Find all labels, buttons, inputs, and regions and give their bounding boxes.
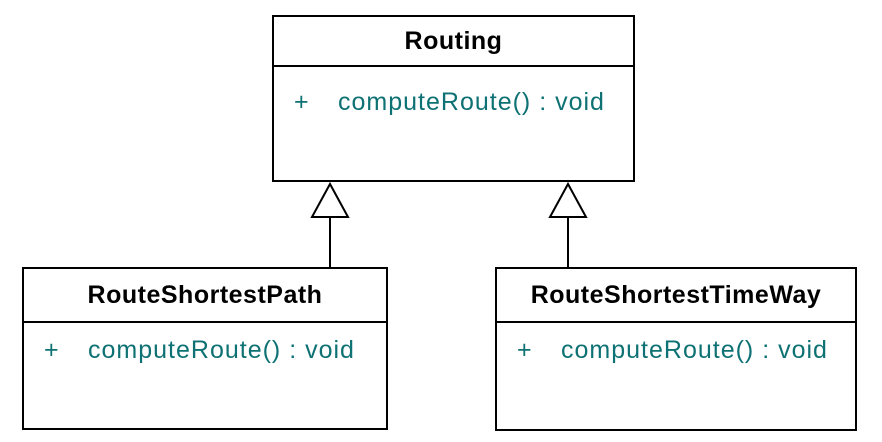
class-box-routing: Routing + computeRoute() : void bbox=[272, 15, 635, 182]
method-signature: computeRoute() : void bbox=[561, 336, 828, 364]
members-compartment: + computeRoute() : void bbox=[24, 323, 386, 365]
visibility-symbol: + bbox=[517, 336, 533, 364]
method-signature: computeRoute() : void bbox=[338, 88, 605, 116]
member-row: + computeRoute() : void bbox=[274, 87, 633, 117]
members-compartment: + computeRoute() : void bbox=[274, 67, 633, 117]
class-name: RouteShortestTimeWay bbox=[497, 269, 855, 323]
visibility-symbol: + bbox=[294, 88, 310, 116]
class-box-route-shortest-path: RouteShortestPath + computeRoute() : voi… bbox=[22, 267, 388, 430]
visibility-symbol: + bbox=[44, 336, 60, 364]
members-compartment: + computeRoute() : void bbox=[497, 323, 855, 365]
class-name: RouteShortestPath bbox=[24, 269, 386, 323]
member-row: + computeRoute() : void bbox=[497, 335, 855, 365]
class-name: Routing bbox=[274, 17, 633, 67]
member-row: + computeRoute() : void bbox=[24, 335, 386, 365]
class-box-route-shortest-time-way: RouteShortestTimeWay + computeRoute() : … bbox=[495, 267, 857, 431]
generalization-arrow-left bbox=[310, 181, 350, 269]
generalization-arrow-right bbox=[548, 181, 588, 269]
method-signature: computeRoute() : void bbox=[88, 336, 355, 364]
